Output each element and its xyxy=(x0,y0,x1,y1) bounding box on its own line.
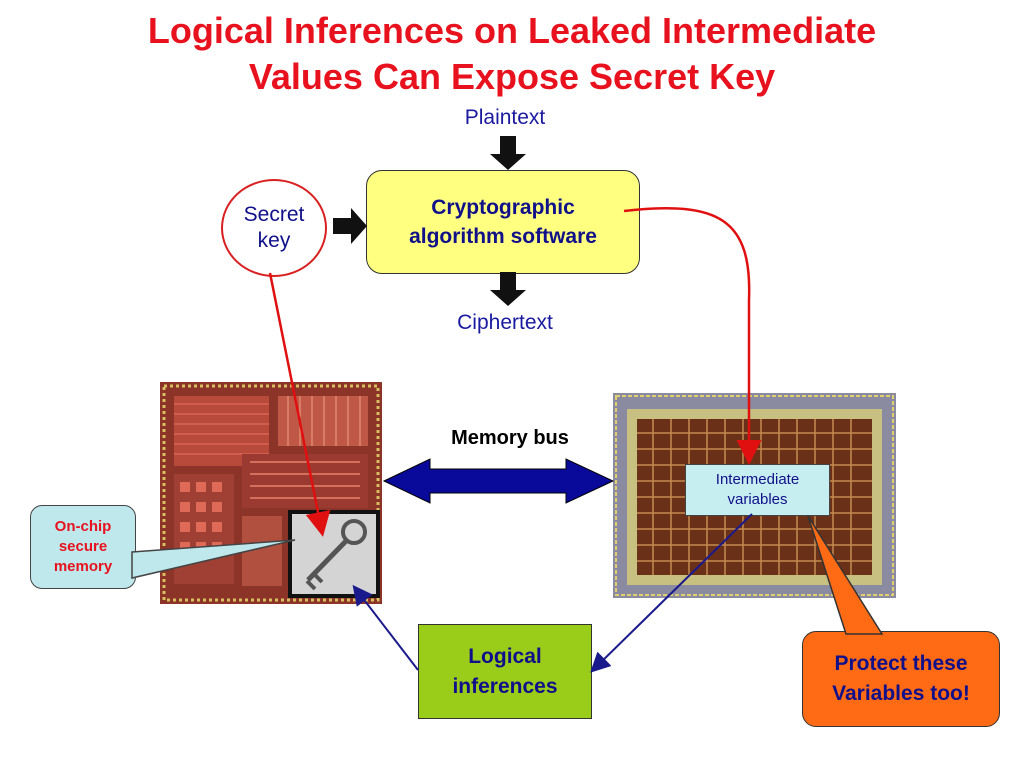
onchip-line1: On-chip xyxy=(54,518,112,535)
plaintext-label: Plaintext xyxy=(464,106,546,129)
software-to-intermediate-connector xyxy=(623,207,762,465)
onchip-memory-callout: On-chip secure memory xyxy=(30,505,136,589)
intermediate-to-inference-connector xyxy=(590,513,753,673)
slide-title-line1: Logical Inferences on Leaked Intermediat… xyxy=(147,10,877,51)
memory-bus-label: Memory bus xyxy=(451,427,569,449)
intermediate-variables-box: Intermediate variables xyxy=(685,464,830,516)
logical-inferences-box: Logical inferences xyxy=(418,624,592,719)
logical-line2: inferences xyxy=(452,674,558,698)
ciphertext-down-arrow xyxy=(490,272,526,306)
secret-key-right-arrow xyxy=(333,208,367,244)
logical-line1: Logical xyxy=(468,644,542,668)
crypto-box-line1: Cryptographic xyxy=(431,196,575,219)
protect-line1: Protect these xyxy=(834,652,968,675)
intermediate-line2: variables xyxy=(727,491,788,508)
onchip-callout-tail xyxy=(131,539,296,579)
plaintext-down-arrow xyxy=(490,136,526,170)
right-chip-die xyxy=(613,393,896,598)
secret-key-to-memory-connector xyxy=(268,272,331,537)
crypto-algorithm-box: Cryptographic algorithm software xyxy=(366,170,640,274)
crypto-box-line2: algorithm software xyxy=(409,225,597,248)
secret-key-line2: key xyxy=(257,229,291,252)
chip-die-image-right xyxy=(613,393,896,598)
key-image-box xyxy=(288,510,380,598)
secret-key-line1: Secret xyxy=(243,203,305,226)
secret-key-circle: Secret key xyxy=(221,179,327,277)
memory-bus-double-arrow xyxy=(382,458,615,504)
protect-line2: Variables too! xyxy=(832,682,970,705)
protect-variables-callout: Protect these Variables too! xyxy=(802,631,1000,727)
intermediate-line1: Intermediate xyxy=(715,471,800,488)
inference-to-key-connector xyxy=(352,584,419,671)
protect-callout-tail xyxy=(807,515,884,635)
ciphertext-label: Ciphertext xyxy=(457,311,553,334)
slide-title-line2: Values Can Expose Secret Key xyxy=(248,56,776,97)
onchip-line3: memory xyxy=(53,558,113,575)
onchip-line2: secure xyxy=(58,538,108,555)
